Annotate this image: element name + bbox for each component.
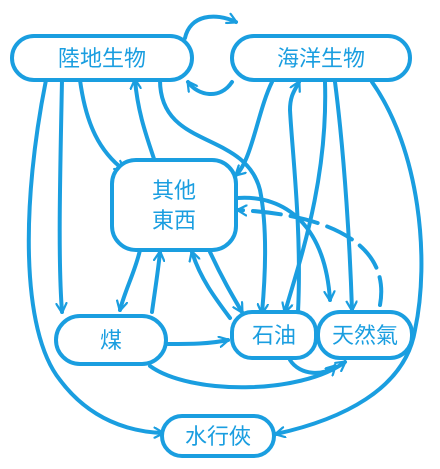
edge-sea-to-watergang: [274, 80, 424, 434]
edge-other-to-gas: [236, 195, 330, 302]
node-water-gang: [160, 414, 276, 458]
edge-coal-to-other: [150, 250, 160, 314]
label-land-life: 陸地生物: [58, 47, 146, 72]
node-coal: [54, 314, 168, 366]
edge-gas-to-other: [236, 210, 384, 307]
edge-oil-to-sea: [288, 80, 301, 314]
edge-sea-to-other: [234, 80, 274, 177]
edge-sea-to-gas: [333, 80, 352, 312]
edge-other-to-oil: [208, 250, 244, 314]
edge-land-to-watergang: [26, 78, 165, 433]
nodes: [10, 34, 414, 458]
node-labels: 陸地生物 海洋生物 其他 東西 煤 石油 天然氣 水行俠: [58, 47, 398, 450]
node-land-life: [10, 34, 194, 82]
edge-oil-to-other: [192, 250, 232, 320]
edge-land-to-sea: [183, 17, 238, 40]
edge-land-to-coal: [60, 78, 62, 314]
edge-coal-to-oil: [166, 340, 230, 344]
edge-land-to-other: [78, 78, 126, 172]
label-water-gang: 水行俠: [185, 425, 251, 450]
label-sea-life: 海洋生物: [277, 47, 365, 72]
node-sea-life: [230, 34, 412, 82]
edge-land-to-oil: [158, 78, 265, 315]
node-other-things: [110, 158, 238, 252]
node-natural-gas: [316, 310, 414, 360]
edge-oil-to-gas: [288, 358, 337, 373]
label-oil: 石油: [252, 324, 296, 349]
label-other-line1: 其他: [152, 179, 196, 204]
edges: [26, 17, 424, 434]
edge-sea-to-land: [186, 80, 234, 96]
label-other-line2: 東西: [152, 209, 196, 234]
edge-sea-to-oil: [285, 80, 328, 314]
edge-other-to-land: [135, 78, 157, 164]
label-coal: 煤: [100, 329, 122, 354]
label-natural-gas: 天然氣: [332, 324, 398, 349]
edge-other-to-coal: [120, 248, 142, 312]
